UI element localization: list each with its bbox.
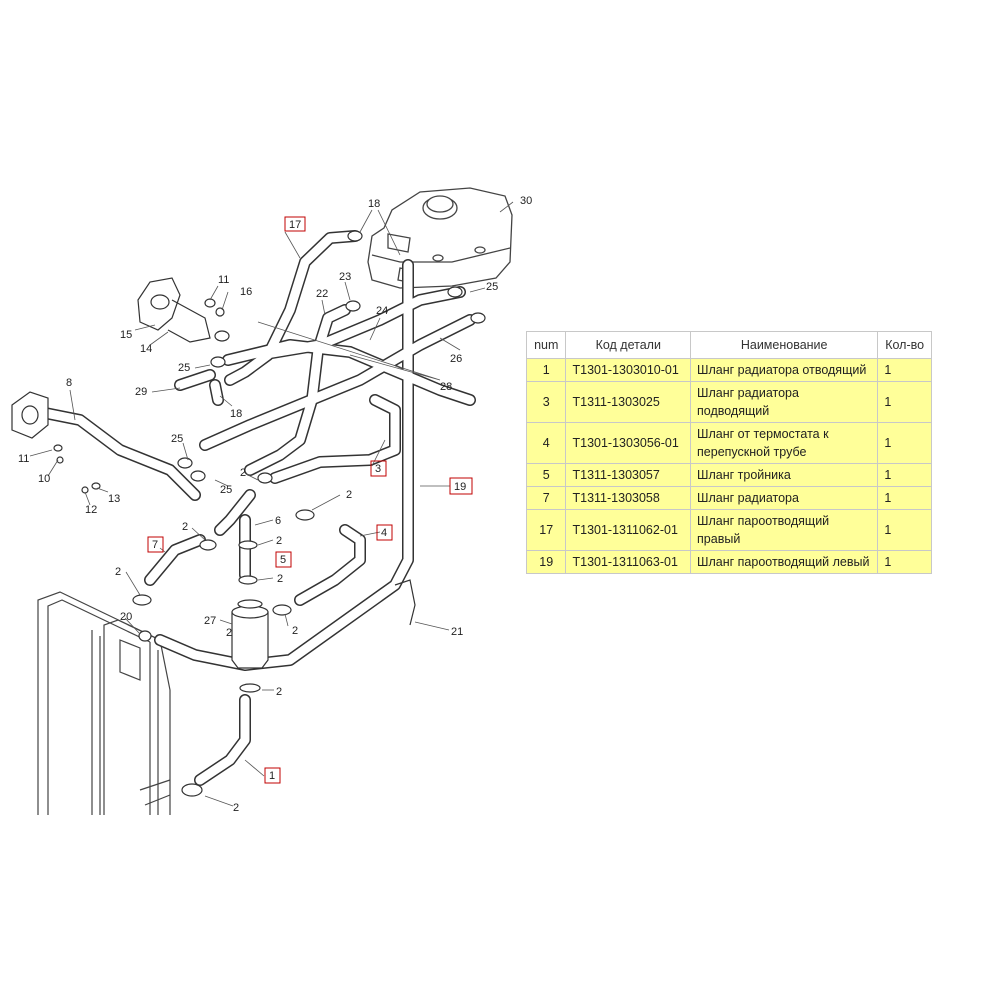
cell-qty: 1 (877, 486, 932, 510)
callout-7-text: 7 (152, 539, 158, 551)
label-27: 27 (204, 615, 216, 627)
label-16: 16 (240, 286, 252, 298)
callout-19-text: 19 (454, 481, 466, 493)
table-row[interactable]: 17 T1301-1311062-01 Шланг пароотводящий … (525, 509, 932, 551)
label-28: 28 (440, 381, 452, 393)
label-15: 15 (120, 329, 132, 341)
cell-qty: 1 (877, 550, 932, 574)
label-2: 2 (276, 686, 282, 698)
cell-num: 1 (525, 358, 567, 382)
table-row[interactable]: 19 T1301-1311063-01 Шланг пароотводящий … (525, 550, 932, 574)
label-23: 23 (339, 271, 351, 283)
header-code: Код детали (565, 331, 692, 359)
cell-name: Шланг пароотводящий правый (690, 509, 879, 551)
table-row[interactable]: 4 T1301-1303056-01 Шланг от термостата к… (525, 422, 932, 464)
table-row[interactable]: 3 T1311-1303025 Шланг радиатора подводящ… (525, 381, 932, 423)
cell-name: Шланг от термостата к перепускной трубе (690, 422, 879, 464)
label-2: 2 (277, 573, 283, 585)
callout-1: 1 (264, 767, 281, 784)
label-11: 11 (18, 453, 29, 465)
callout-17-text: 17 (289, 219, 301, 231)
label-2: 2 (115, 566, 121, 578)
label-25: 25 (220, 484, 232, 496)
label-24: 24 (376, 305, 388, 317)
cell-name: Шланг радиатора отводящий (690, 358, 879, 382)
label-25: 25 (486, 281, 498, 293)
cell-qty: 1 (877, 463, 932, 487)
cell-name: Шланг радиатора подводящий (690, 381, 879, 423)
callout-3-text: 3 (375, 463, 381, 475)
leader-lines (29, 201, 514, 807)
label-10: 10 (38, 473, 50, 485)
label-8: 8 (66, 377, 72, 389)
label-21: 21 (451, 626, 463, 638)
cell-name: Шланг пароотводящий левый (690, 550, 879, 574)
label-2: 2 (233, 802, 239, 814)
label-20: 20 (120, 611, 132, 623)
table-row[interactable]: 1 T1301-1303010-01 Шланг радиатора отвод… (525, 358, 932, 382)
cell-code: T1301-1303010-01 (565, 358, 692, 382)
cell-code: T1311-1303058 (565, 486, 692, 510)
cell-qty: 1 (877, 358, 932, 382)
plain-labels: 30 18 11 16 23 25 22 24 15 14 26 25 28 2… (18, 195, 532, 814)
table-row[interactable]: 7 T1311-1303058 Шланг радиатора 1 (525, 486, 932, 510)
callout-3: 3 (370, 460, 387, 477)
header-num: num (525, 331, 567, 359)
label-11: 11 (218, 274, 229, 286)
cell-name: Шланг тройника (690, 463, 879, 487)
cell-num: 4 (525, 422, 567, 464)
cell-num: 17 (525, 509, 567, 551)
cell-code: T1301-1303056-01 (565, 422, 692, 464)
table-row[interactable]: 5 T1311-1303057 Шланг тройника 1 (525, 463, 932, 487)
label-2: 2 (276, 535, 282, 547)
callout-17: 17 (284, 216, 306, 232)
label-26: 26 (450, 353, 462, 365)
label-29: 29 (135, 386, 147, 398)
cell-code: T1301-1311063-01 (565, 550, 692, 574)
label-25: 25 (171, 433, 183, 445)
callout-5: 5 (275, 551, 292, 568)
label-25: 25 (178, 362, 190, 374)
label-2: 2 (226, 627, 232, 639)
cell-num: 19 (525, 550, 567, 574)
label-13: 13 (108, 493, 120, 505)
label-2: 2 (182, 521, 188, 533)
label-30: 30 (520, 195, 532, 207)
callout-1-text: 1 (269, 770, 275, 782)
cell-num: 3 (525, 381, 567, 423)
label-2: 2 (346, 489, 352, 501)
cell-qty: 1 (877, 381, 932, 423)
callout-5-text: 5 (280, 554, 286, 566)
callout-19: 19 (449, 477, 473, 495)
label-18: 18 (368, 198, 380, 210)
callout-7: 7 (147, 536, 164, 553)
callout-4-text: 4 (381, 527, 387, 539)
label-22: 22 (316, 288, 328, 300)
cell-code: T1301-1311062-01 (565, 509, 692, 551)
parts-table: num Код детали Наименование Кол-во 1 T13… (525, 331, 932, 574)
label-12: 12 (85, 504, 97, 516)
label-2: 2 (292, 625, 298, 637)
header-qty: Кол-во (877, 331, 932, 359)
cell-code: T1311-1303057 (565, 463, 692, 487)
cell-qty: 1 (877, 422, 932, 464)
cell-num: 5 (525, 463, 567, 487)
header-name: Наименование (690, 331, 879, 359)
table-header-row: num Код детали Наименование Кол-во (525, 331, 932, 359)
expansion-tank (367, 187, 513, 289)
hose-fill (25, 231, 475, 785)
cell-name: Шланг радиатора (690, 486, 879, 510)
label-18: 18 (230, 408, 242, 420)
label-14: 14 (140, 343, 152, 355)
radiator (37, 591, 171, 815)
cell-num: 7 (525, 486, 567, 510)
label-6: 6 (275, 515, 281, 527)
label-2: 2 (240, 467, 246, 479)
cell-qty: 1 (877, 509, 932, 551)
cell-code: T1311-1303025 (565, 381, 692, 423)
callout-4: 4 (376, 524, 393, 541)
